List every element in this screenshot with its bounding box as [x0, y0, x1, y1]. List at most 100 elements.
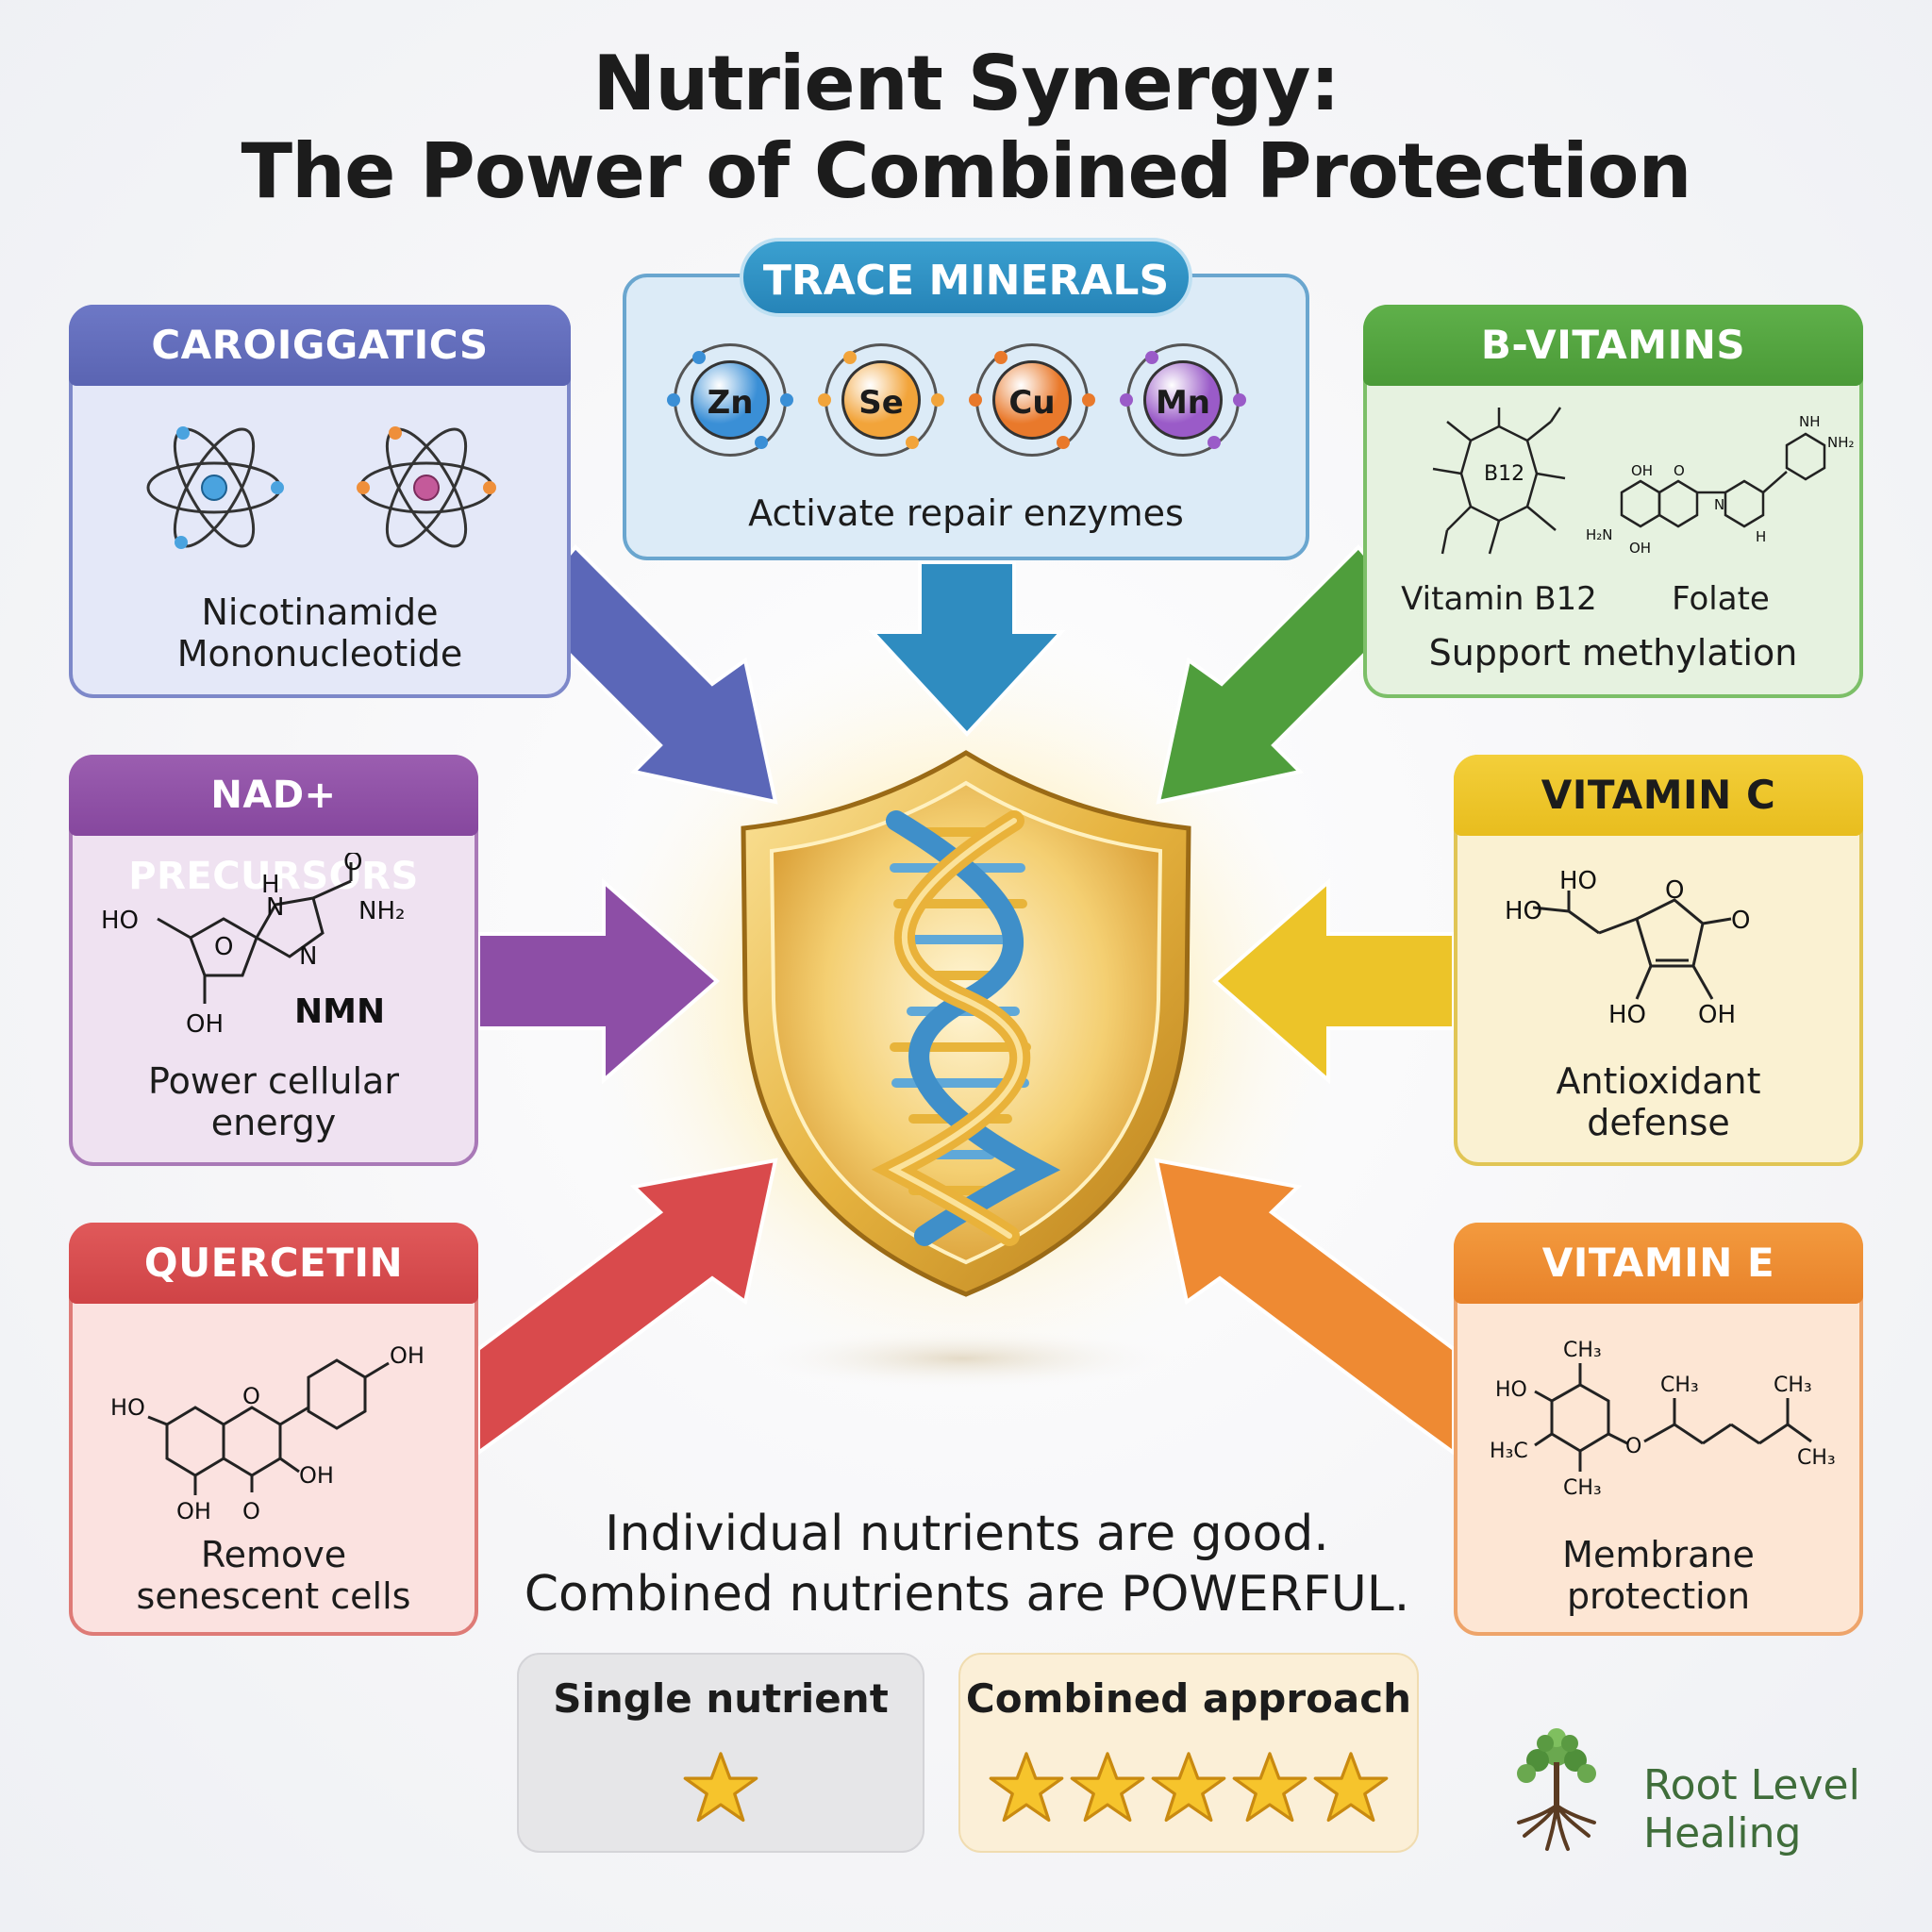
mineral-symbol: Mn [1143, 360, 1223, 440]
quercetin-label-o-keto: O [242, 1498, 260, 1524]
card-vitamin-e: VITAMIN E CH₃ HO H₃C CH₃ O CH₃ CH₃ CH₃ M… [1454, 1223, 1863, 1636]
tagline-line-1: Individual nutrients are good. [605, 1506, 1329, 1562]
star-icon [683, 1752, 758, 1823]
rating-combined [960, 1749, 1417, 1830]
folate-label-nh2: NH₂ [1827, 434, 1855, 451]
quercetin-structure: HO O OH OH OH O [110, 1342, 425, 1524]
electron-dot [1120, 393, 1133, 407]
card-nad-precursors: NAD+ PRECURSORS HO H N O NH₂ O N OH NMN … [69, 755, 478, 1166]
electron-dot [692, 351, 706, 364]
arrow-vitamin-c [1211, 877, 1456, 1085]
folate-label-n: N [1714, 496, 1724, 513]
caption-vitamin-c-line1: Antioxidant [1556, 1060, 1761, 1102]
nmn-structure: HO H N O NH₂ O N OH NMN [101, 853, 405, 1039]
folate-label-oh-top: OH [1631, 462, 1653, 479]
vitamin-e-label-ch3-chain1: CH₃ [1660, 1374, 1699, 1397]
caption-trace-minerals: Activate repair enzymes [748, 492, 1184, 534]
electron-dot [843, 351, 857, 364]
brand-name-line-2: Healing [1643, 1809, 1802, 1857]
electron-dot [780, 393, 793, 407]
quercetin-label-oh-mid: OH [299, 1462, 334, 1489]
nmn-label-o-top: O [343, 853, 362, 876]
card-trace-minerals: Zn Se Cu Mn Activate repair enzymes [623, 274, 1309, 560]
vitamin-e-label-h3c: H₃C [1490, 1440, 1528, 1463]
caption-quercetin-line2: senescent cells [136, 1575, 411, 1617]
rating-single [519, 1749, 923, 1830]
card-header-trace-minerals: TRACE MINERALS [740, 238, 1192, 317]
shield-shadow [736, 1326, 1189, 1391]
comparison-combined: Combined approach [958, 1653, 1419, 1853]
nmn-label-n1: N [266, 893, 284, 922]
vitamin-e-label-ch3-bottom: CH₃ [1563, 1476, 1602, 1500]
card-header-b-vitamins: B-VITAMINS [1363, 305, 1863, 386]
mineral-symbol: Cu [992, 360, 1072, 440]
arrow-nad [476, 877, 721, 1085]
folate-label-o: O [1674, 462, 1685, 479]
tree-logo-icon [1517, 1728, 1596, 1851]
star-icon [989, 1752, 1064, 1823]
nmn-label-ho: HO [101, 907, 139, 935]
vitamin-c-structure: HO HO O O HO OH [1505, 867, 1750, 1029]
b12-symbol: B12 [1484, 462, 1524, 486]
star-icon [1151, 1752, 1226, 1823]
card-quercetin: QUERCETIN HO O OH OH OH O Remove senesce… [69, 1223, 478, 1636]
electron-dot [906, 436, 919, 449]
vitamin-c-label-oh-bottom: OH [1698, 1001, 1736, 1029]
electron-dot [1057, 436, 1070, 449]
folate-label-h: H [1756, 528, 1766, 545]
star-icon [1070, 1752, 1145, 1823]
vitamin-e-label-o: O [1625, 1435, 1641, 1458]
arrow-vitamin-e [1154, 1158, 1456, 1457]
caption-quercetin-line1: Remove [200, 1534, 347, 1575]
folate-structure: NH NH₂ OH O H₂N OH N H [1586, 413, 1855, 557]
mineral-symbol: Se [841, 360, 921, 440]
quercetin-label-o-ring: O [242, 1383, 260, 1409]
card-header-quercetin: QUERCETIN [69, 1223, 478, 1304]
electron-dot [818, 393, 831, 407]
card-header-vitamin-e: VITAMIN E [1454, 1223, 1863, 1304]
vitamin-c-label-ho-bottom: HO [1608, 1001, 1646, 1029]
electron-dot [755, 436, 768, 449]
title-line-1: Nutrient Synergy: [592, 40, 1340, 127]
b12-structure: B12 [1432, 407, 1566, 555]
vitamin-c-label-ho-left: HO [1505, 897, 1542, 925]
dna-helix-icon [871, 810, 1061, 1246]
vitamin-e-label-ho: HO [1495, 1378, 1527, 1402]
star-icon [1232, 1752, 1307, 1823]
quercetin-label-ho: HO [110, 1394, 145, 1421]
quercetin-label-oh-bottom: OH [176, 1498, 211, 1524]
caption-b-vitamins: Support methylation [1428, 632, 1798, 674]
caption-nad-line1: Power cellular [148, 1060, 399, 1102]
mineral-symbol: Zn [691, 360, 770, 440]
brand-name-line-1: Root Level [1643, 1761, 1860, 1809]
caption-nad-line2: energy [210, 1102, 337, 1143]
vitamin-e-structure: CH₃ HO H₃C CH₃ O CH₃ CH₃ CH₃ [1490, 1339, 1836, 1500]
card-carotenoids: CAROIGGATICS Nicotinamide Mononucleotide [69, 305, 571, 698]
card-vitamin-c: VITAMIN C HO HO O O HO OH Antioxidant de… [1454, 755, 1863, 1166]
electron-dot [1233, 393, 1246, 407]
caption-vitamin-e-line1: Membrane [1562, 1534, 1755, 1575]
vitamin-e-label-ch3-chain2: CH₃ [1774, 1374, 1812, 1397]
shield-icon [741, 750, 1191, 1297]
electron-dot [931, 393, 944, 407]
nmn-label-nh2: NH₂ [358, 897, 405, 925]
tagline-line-2: Combined nutrients are POWERFUL. [524, 1566, 1410, 1623]
comparison-single: Single nutrient [517, 1653, 924, 1853]
card-header-carotenoids: CAROIGGATICS [69, 305, 571, 386]
card-b-vitamins: B-VITAMINS B12 NH NH₂ OH O H₂N OH N H Vi… [1363, 305, 1863, 698]
caption-vitamin-e-line2: protection [1566, 1575, 1751, 1617]
electron-dot [994, 351, 1008, 364]
electron-dot [1082, 393, 1095, 407]
caption-vitamin-c-line2: defense [1587, 1102, 1730, 1143]
folate-label-oh-bottom: OH [1629, 540, 1651, 557]
folate-label-nh: NH [1799, 413, 1821, 430]
comparison-single-label: Single nutrient [553, 1675, 889, 1722]
arrow-trace-minerals [868, 560, 1066, 737]
electron-dot [1208, 436, 1221, 449]
nmn-label-o-ring: O [214, 933, 233, 961]
nmn-label-h: H [261, 871, 280, 899]
vitamin-c-label-ho-top: HO [1559, 867, 1597, 895]
vitamin-c-label-o-keto: O [1731, 907, 1750, 935]
electron-dot [1145, 351, 1158, 364]
vitamin-e-label-ch3-top: CH₃ [1563, 1339, 1602, 1362]
